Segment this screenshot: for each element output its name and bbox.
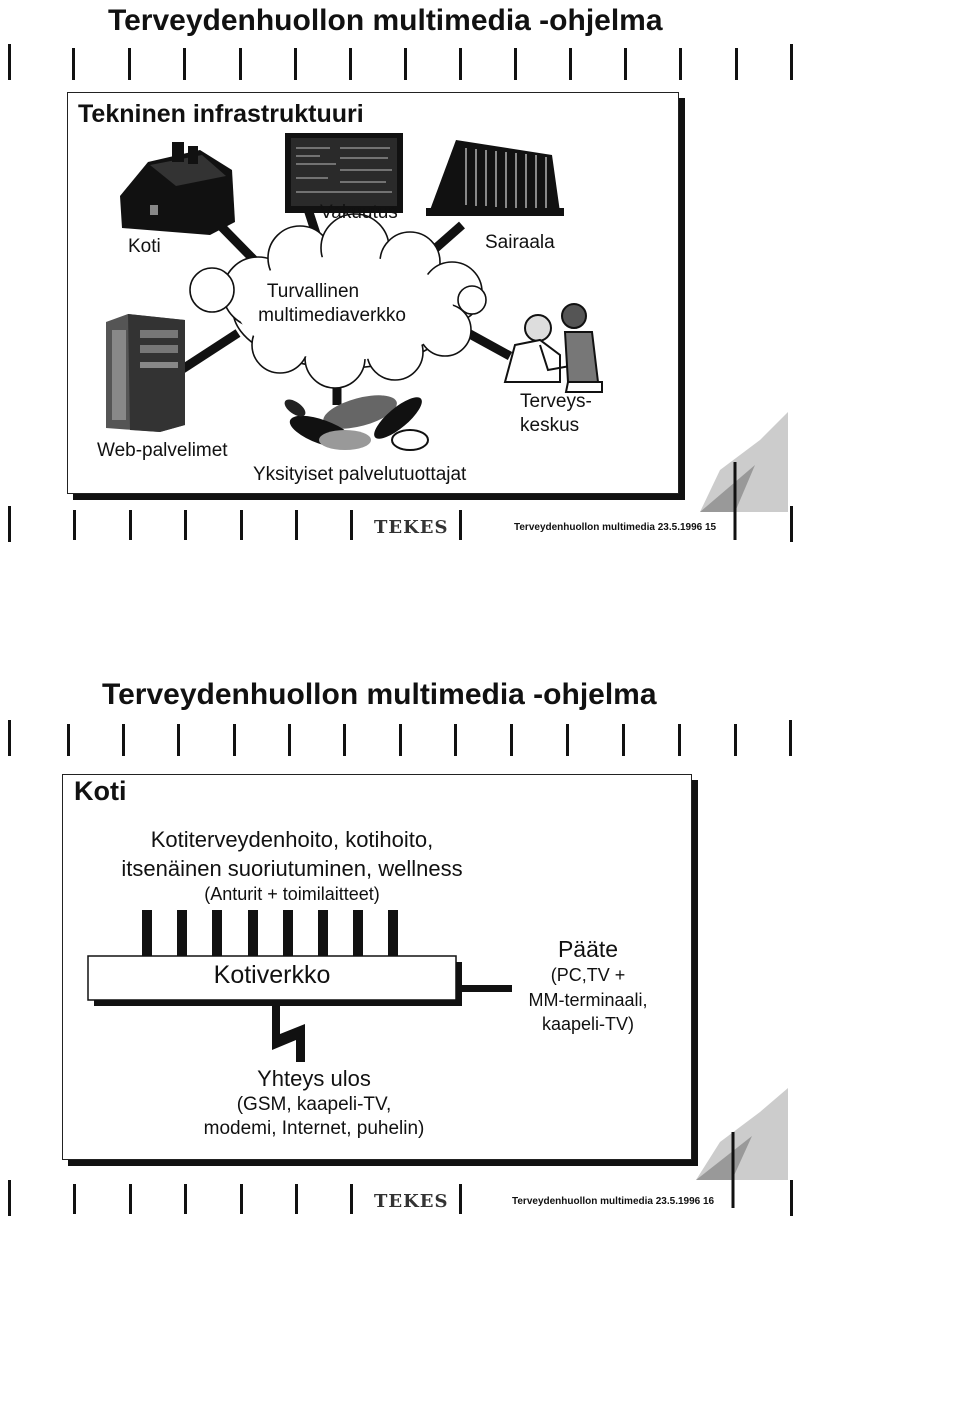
- kotiverkko-label: Kotiverkko: [88, 961, 456, 990]
- yhteys-title: Yhteys ulos: [164, 1066, 464, 1092]
- paate-line3: kaapeli-TV): [508, 1014, 668, 1035]
- paate-title: Pääte: [508, 936, 668, 963]
- page-curl-decoration-2: [696, 1088, 788, 1208]
- slide-2-footer: Terveydenhuollon multimedia 23.5.1996 16: [512, 1196, 714, 1207]
- paate-line1: (PC,TV +: [508, 965, 668, 986]
- paate-line2: MM-terminaali,: [500, 990, 676, 1011]
- sensor-bars: [142, 910, 398, 956]
- tekes-logo-2: TEKES: [374, 1191, 448, 1212]
- yhteys-line2: modemi, Internet, puhelin): [164, 1118, 464, 1140]
- yhteys-line1: (GSM, kaapeli-TV,: [164, 1094, 464, 1116]
